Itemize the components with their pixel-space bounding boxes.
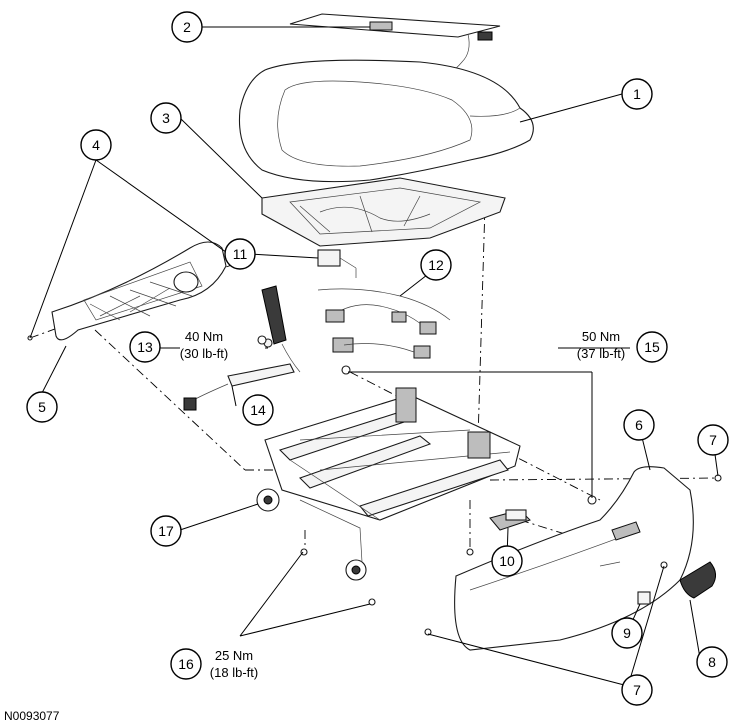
seat-cushion-cover — [238, 59, 534, 183]
svg-text:1: 1 — [633, 86, 641, 102]
svg-text:16: 16 — [178, 656, 194, 672]
callout-2: 2 — [171, 11, 203, 43]
callout-13: 13 — [129, 331, 161, 363]
svg-text:2: 2 — [183, 19, 191, 35]
callout-7-lower: 7 — [621, 674, 653, 706]
svg-text:8: 8 — [708, 654, 716, 670]
seat-belt-buckle — [183, 285, 301, 411]
svg-text:6: 6 — [635, 417, 643, 433]
figure-id: N0093077 — [4, 709, 60, 723]
svg-text:12: 12 — [428, 257, 444, 273]
torque-spec-15: 50 Nm (37 lb-ft) — [577, 329, 625, 361]
inboard-side-shield — [51, 241, 227, 341]
recliner-handle — [679, 561, 716, 599]
svg-text:5: 5 — [38, 399, 46, 415]
retaining-clip — [637, 591, 651, 605]
callout-1: 1 — [621, 78, 653, 110]
callout-5: 5 — [26, 391, 58, 423]
svg-text:40 Nm: 40 Nm — [185, 329, 223, 344]
seat-switch-module — [489, 509, 531, 531]
callout-11: 11 — [224, 238, 256, 270]
callout-8: 8 — [696, 646, 728, 678]
svg-text:(37 lb-ft): (37 lb-ft) — [577, 346, 625, 361]
svg-text:13: 13 — [137, 339, 153, 355]
svg-text:3: 3 — [162, 110, 170, 126]
callout-10: 10 — [491, 545, 523, 577]
svg-text:9: 9 — [623, 625, 631, 641]
callout-15: 15 — [636, 331, 668, 363]
callout-9: 9 — [611, 617, 643, 649]
svg-text:50 Nm: 50 Nm — [582, 329, 620, 344]
torque-spec-13: 40 Nm (30 lb-ft) — [180, 329, 228, 361]
callout-14: 14 — [242, 394, 274, 426]
callout-16: 16 — [170, 648, 202, 680]
callout-3: 3 — [150, 102, 182, 134]
seat-track-frame — [256, 387, 521, 581]
callout-7-upper: 7 — [697, 424, 729, 456]
callout-17: 17 — [150, 515, 182, 547]
seat-cushion-pan — [261, 177, 506, 247]
torque-spec-16: 25 Nm (18 lb-ft) — [210, 648, 258, 680]
switch-connector — [317, 249, 357, 278]
svg-text:14: 14 — [250, 402, 266, 418]
svg-text:4: 4 — [92, 137, 100, 153]
svg-text:11: 11 — [233, 246, 248, 262]
svg-text:(30 lb-ft): (30 lb-ft) — [180, 346, 228, 361]
svg-text:10: 10 — [499, 553, 515, 569]
svg-text:25 Nm: 25 Nm — [215, 648, 253, 663]
outboard-side-shield — [454, 466, 694, 651]
svg-text:7: 7 — [709, 432, 717, 448]
wiring-harness — [317, 288, 451, 359]
alignment-lines — [29, 204, 721, 566]
svg-text:7: 7 — [633, 682, 641, 698]
callout-12: 12 — [420, 249, 452, 281]
callout-6: 6 — [623, 409, 655, 441]
svg-text:15: 15 — [644, 339, 660, 355]
svg-text:17: 17 — [158, 523, 174, 539]
callout-4: 4 — [80, 129, 112, 161]
svg-text:(18 lb-ft): (18 lb-ft) — [210, 665, 258, 680]
